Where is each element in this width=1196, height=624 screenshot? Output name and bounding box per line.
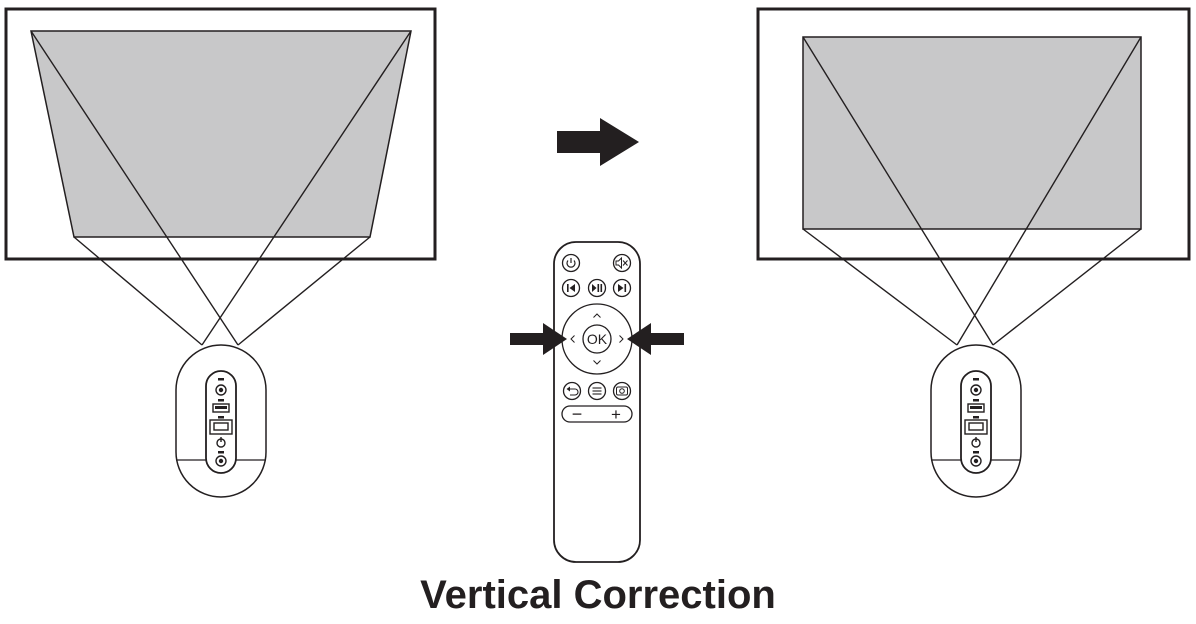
left-projected-image-trapezoid xyxy=(30,30,412,238)
mute-button[interactable] xyxy=(612,253,632,273)
menu-button[interactable] xyxy=(587,381,607,401)
hdmi-icon xyxy=(964,416,988,435)
left-projection-lines xyxy=(30,30,412,346)
remote-control: OK − + xyxy=(553,241,641,563)
right-arrow-icon xyxy=(557,118,639,166)
arrow-pointing-left-icon xyxy=(627,323,684,355)
left-button[interactable] xyxy=(570,335,575,343)
left-projector xyxy=(175,344,267,498)
power-button[interactable] xyxy=(561,253,581,273)
d-pad: OK xyxy=(561,303,633,375)
previous-button[interactable] xyxy=(561,278,581,298)
volume-rocker: − + xyxy=(561,404,633,424)
volume-down-button[interactable]: − xyxy=(572,404,583,424)
usb-icon xyxy=(967,399,985,413)
right-projected-image-rectangle xyxy=(802,36,1142,230)
ok-button-label: OK xyxy=(587,331,608,347)
audio-jack-icon xyxy=(970,378,982,396)
up-button[interactable] xyxy=(593,313,601,318)
audio-jack-icon xyxy=(215,378,227,396)
right-scene-after xyxy=(756,7,1191,498)
right-button[interactable] xyxy=(619,335,624,343)
back-button[interactable] xyxy=(562,381,582,401)
down-button[interactable] xyxy=(593,360,601,365)
hdmi-icon xyxy=(209,416,233,435)
dc-in-icon xyxy=(970,451,982,467)
right-projection-lines xyxy=(802,36,1142,346)
next-button[interactable] xyxy=(612,278,632,298)
usb-icon xyxy=(212,399,230,413)
caption-title: Vertical Correction xyxy=(420,573,776,617)
power-icon xyxy=(216,437,226,448)
right-projector xyxy=(930,344,1022,498)
focus-button[interactable] xyxy=(612,381,632,401)
dc-in-icon xyxy=(215,451,227,467)
volume-up-button[interactable]: + xyxy=(611,405,621,424)
ok-button[interactable]: OK xyxy=(582,324,612,354)
arrow-pointing-right-icon xyxy=(510,323,567,355)
play-pause-button[interactable] xyxy=(587,278,607,298)
left-scene-before xyxy=(4,7,437,498)
power-icon xyxy=(971,437,981,448)
